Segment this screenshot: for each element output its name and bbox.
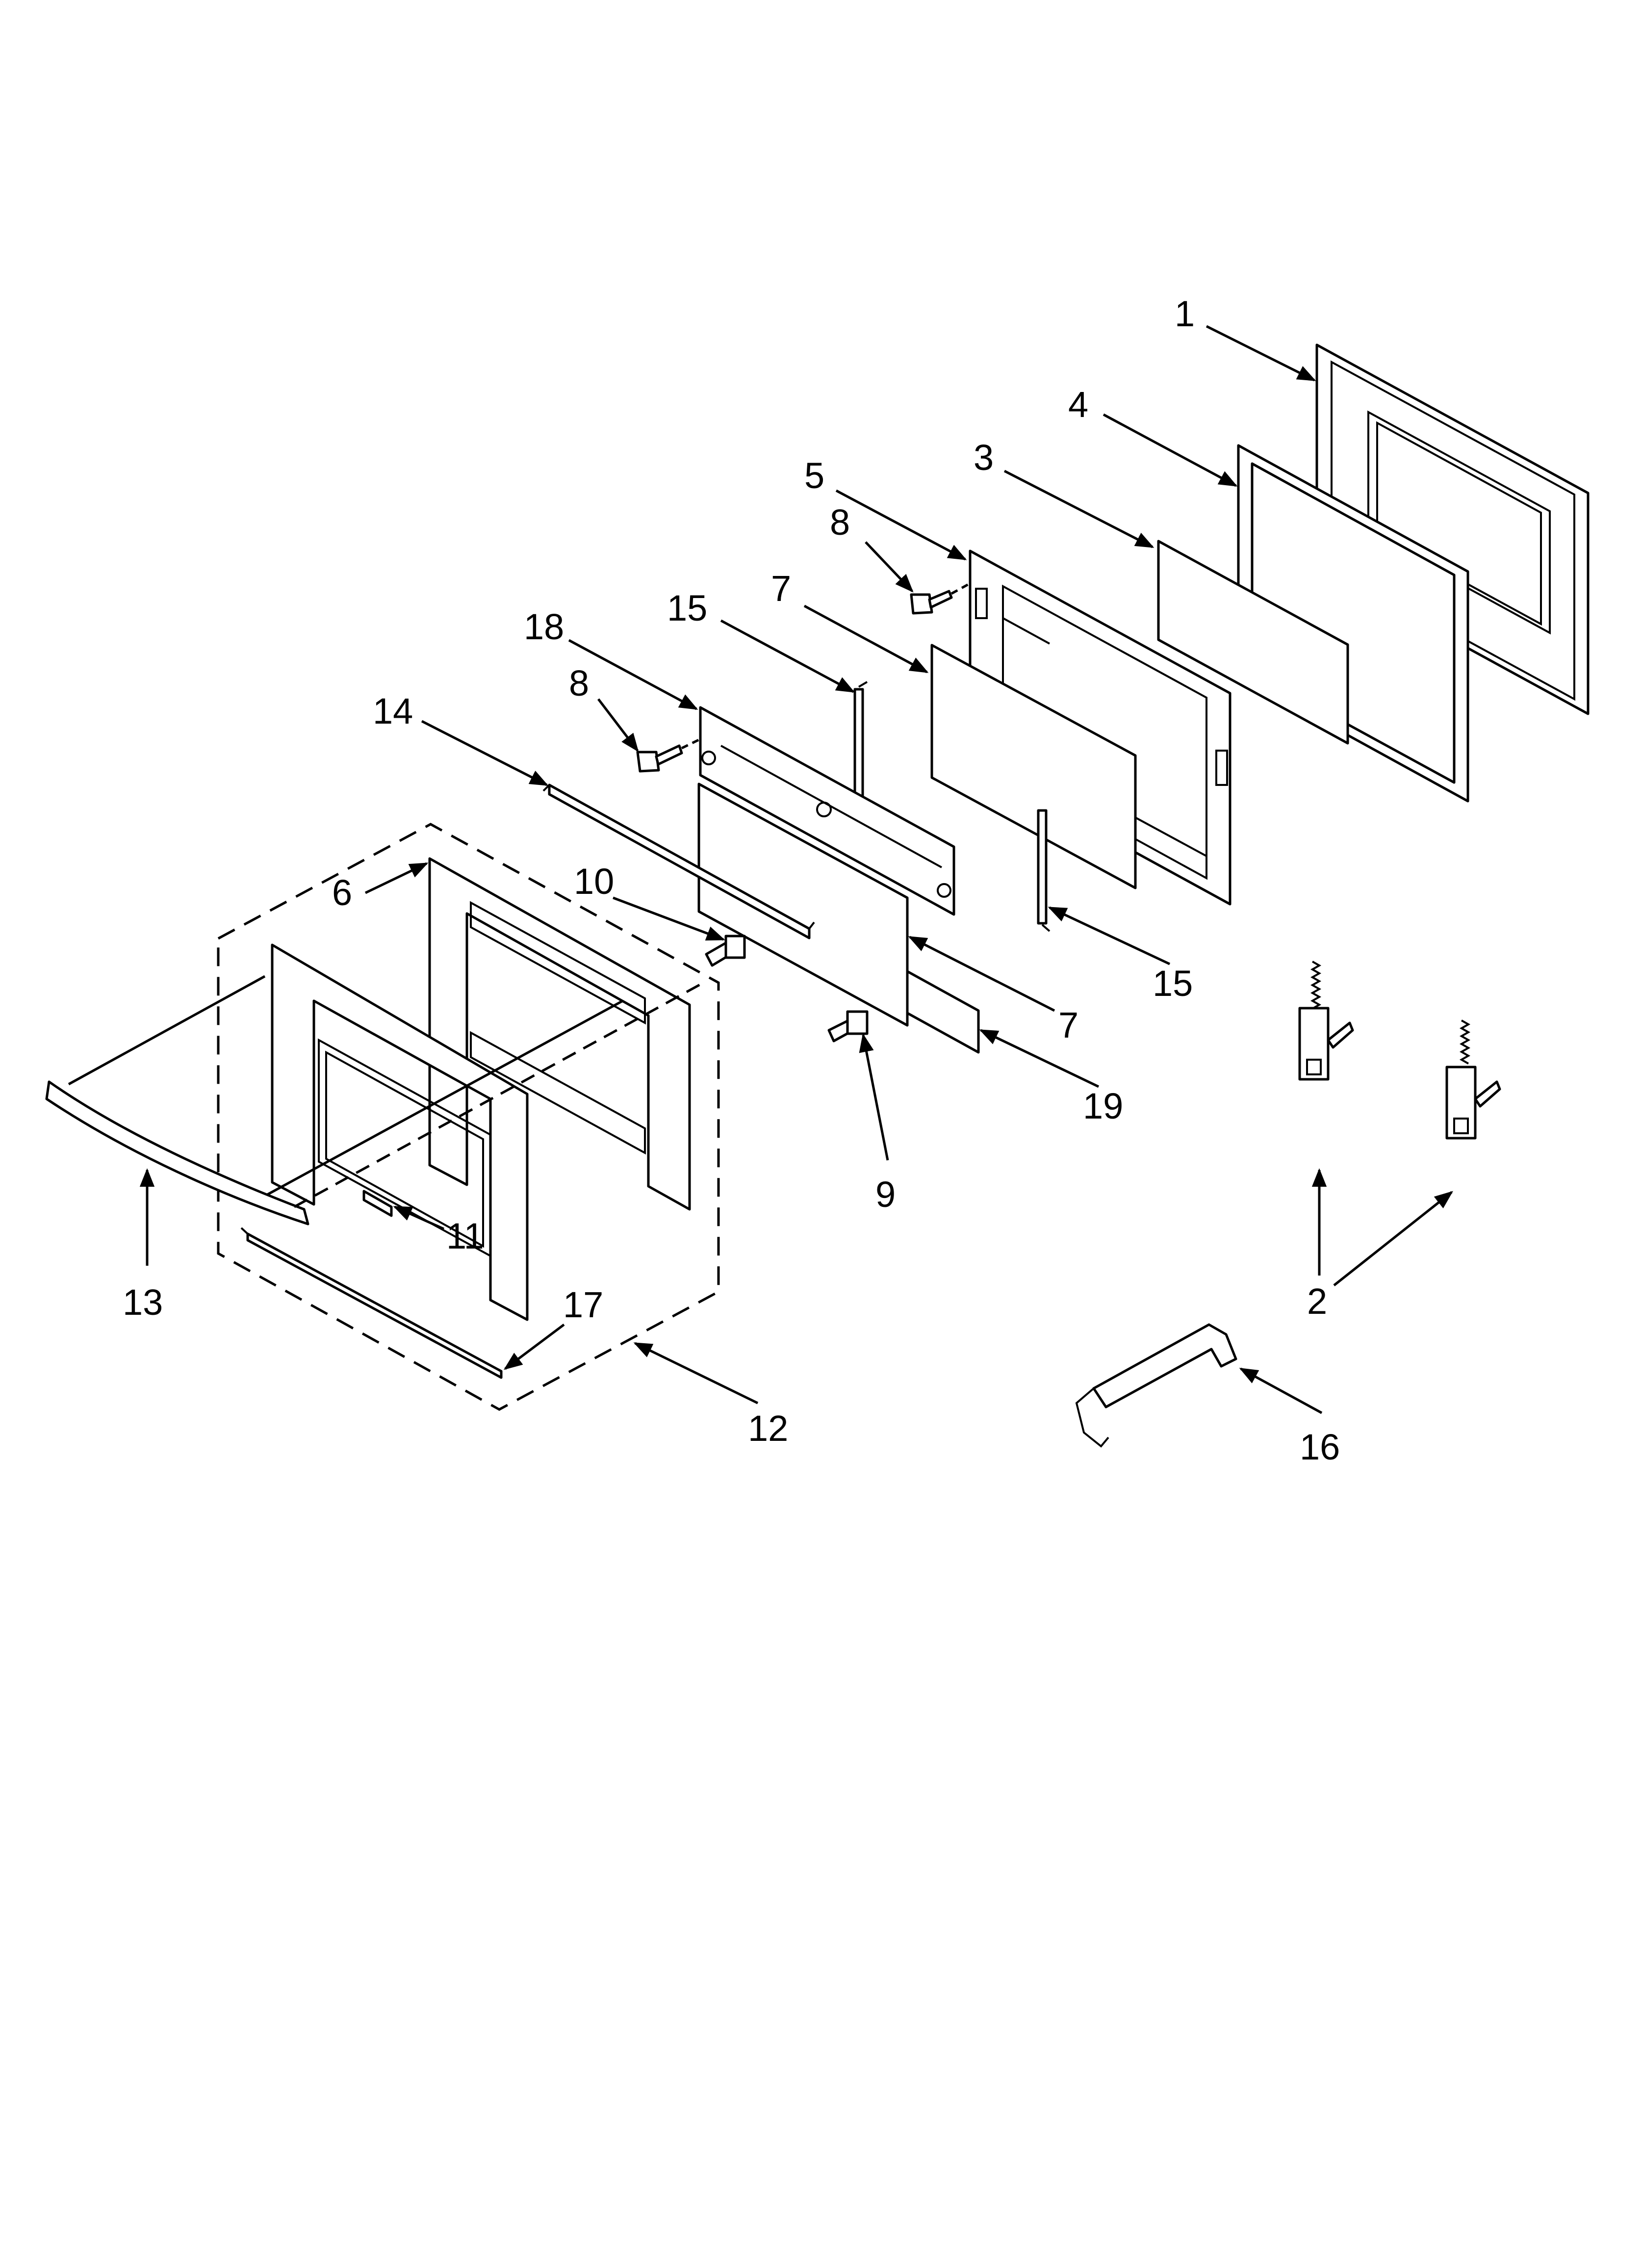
arrow-5: [835, 489, 967, 561]
callout-labels: 1 4 5 3 8 7 18 15 8 14 10 6 15 7 19 9 11…: [123, 293, 1340, 1467]
arrow-14: [421, 720, 549, 786]
hinge-receiver-bracket: [1075, 1323, 1237, 1448]
leader-arrows: [139, 325, 1453, 1414]
callout-15a: 15: [667, 588, 707, 628]
outer-glass: [1157, 540, 1349, 745]
callout-12: 12: [748, 1408, 788, 1449]
bottom-trim: [240, 1227, 503, 1379]
door-hinge-left: [1298, 961, 1354, 1081]
arrow-6: [364, 862, 429, 894]
callout-7b: 7: [1058, 1005, 1078, 1045]
callout-13: 13: [123, 1282, 163, 1323]
arrow-15a: [720, 619, 855, 693]
door-hinge-right: [1445, 1019, 1501, 1140]
inner-panel: [428, 857, 691, 1211]
glass-bracket-upper: [853, 681, 868, 799]
arrow-2b: [1333, 1191, 1453, 1286]
callout-6: 6: [332, 872, 352, 913]
callout-3: 3: [974, 437, 994, 478]
callout-16: 16: [1300, 1427, 1340, 1467]
arrow-1: [1206, 325, 1316, 382]
callout-10: 10: [574, 861, 614, 902]
callout-17: 17: [563, 1284, 603, 1325]
arrow-16: [1239, 1367, 1323, 1414]
screw-lower: [636, 738, 700, 773]
screw-9: [827, 1010, 869, 1043]
arrow-11: [393, 1205, 445, 1230]
arrow-8b: [597, 698, 639, 753]
callout-4: 4: [1068, 384, 1088, 425]
screw-upper: [910, 581, 972, 615]
callout-5: 5: [804, 455, 824, 496]
inner-glass-upper: [930, 644, 1137, 889]
arrow-9: [859, 1033, 889, 1161]
arrow-15b: [1048, 906, 1171, 965]
arrow-3: [1003, 469, 1155, 548]
callout-19: 19: [1083, 1086, 1123, 1126]
arrow-4: [1103, 413, 1238, 487]
callout-2: 2: [1307, 1281, 1327, 1322]
arrow-8a: [865, 541, 914, 593]
arrow-18: [568, 639, 698, 710]
callout-18: 18: [524, 606, 564, 647]
callout-1: 1: [1175, 293, 1195, 334]
callout-14: 14: [373, 691, 413, 731]
spacer: [906, 970, 980, 1054]
callout-8a: 8: [830, 502, 850, 543]
door-front-panel: [271, 943, 529, 1321]
door-handle: [45, 975, 707, 1225]
callout-7a: 7: [771, 568, 791, 609]
glass-bracket-lower: [1037, 809, 1051, 932]
door-channel: [542, 783, 815, 939]
arrow-17: [503, 1324, 565, 1370]
arrow-19: [979, 1029, 1100, 1088]
door-badge: [362, 1190, 393, 1217]
callout-15b: 15: [1153, 963, 1193, 1004]
baffle: [699, 706, 955, 916]
callout-8b: 8: [569, 663, 589, 704]
callout-9: 9: [875, 1174, 896, 1215]
arrow-12: [633, 1342, 759, 1405]
arrow-7a: [803, 604, 929, 674]
screw-10: [705, 935, 746, 967]
door-assembly-boundary: [217, 823, 720, 1411]
arrow-7b: [908, 936, 1055, 1012]
arrow-10: [613, 896, 725, 941]
callout-11: 11: [446, 1216, 484, 1256]
